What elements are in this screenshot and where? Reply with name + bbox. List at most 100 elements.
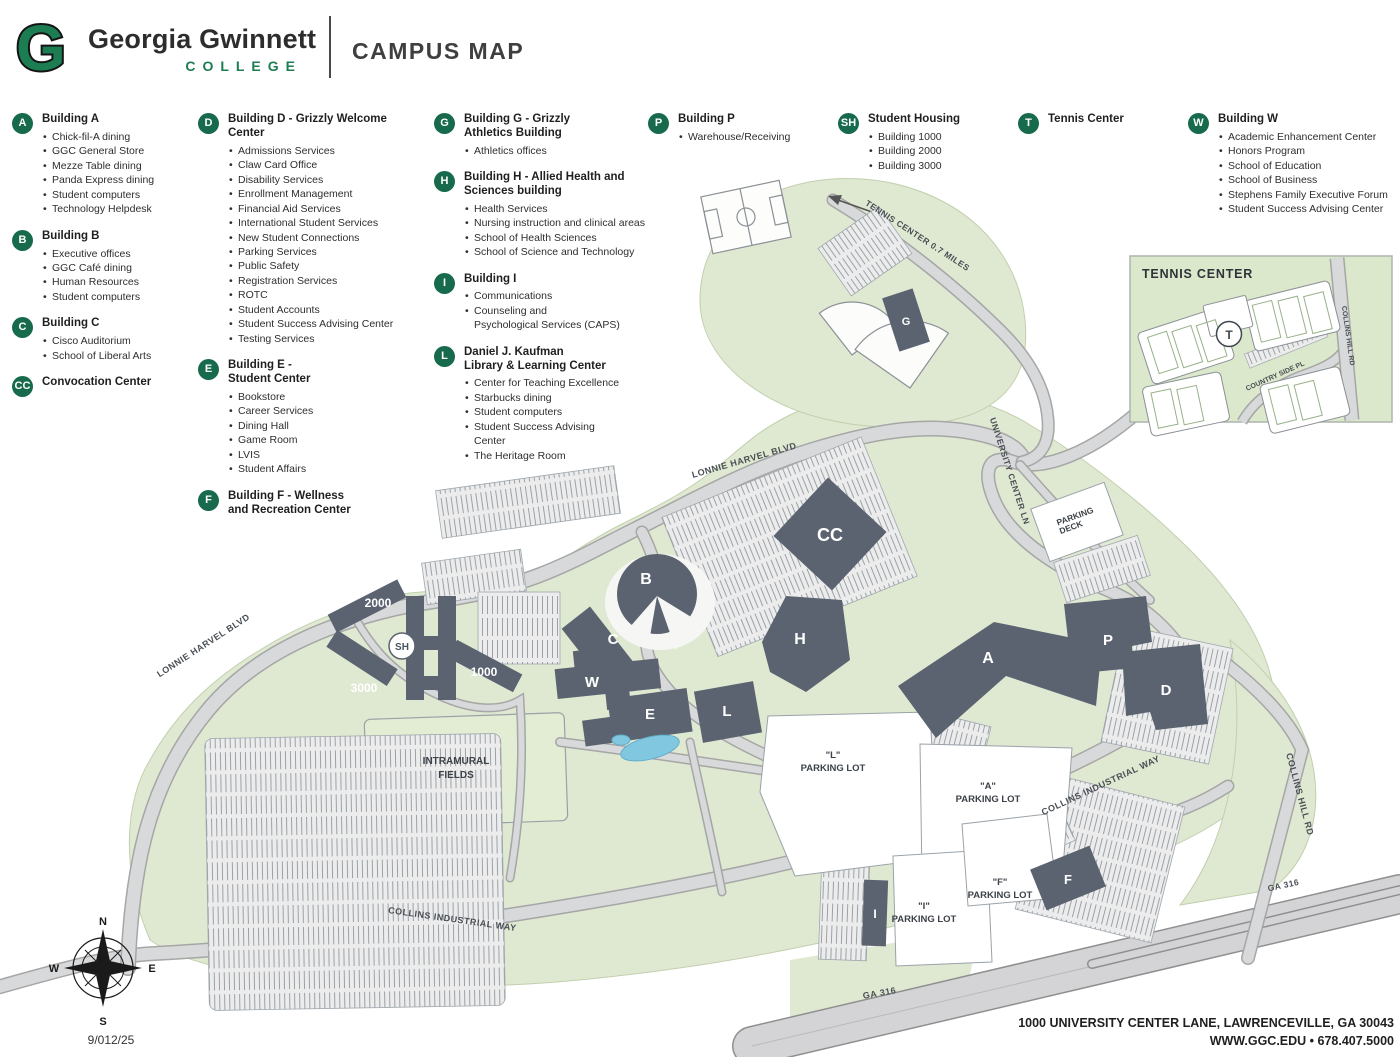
legend-column-1: A Building A Chick-fil-A diningGGC Gener… [12, 110, 192, 403]
legend-item: School of Science and Technology [464, 245, 654, 260]
legend-item: GGC General Store [42, 144, 192, 159]
building-e [582, 687, 693, 747]
legend-group-building-b: B Building B Executive officesGGC Café d… [12, 229, 192, 305]
legend-column-3: G Building G - Grizzly Athletics Buildin… [434, 110, 654, 476]
label-p: P [1103, 632, 1113, 649]
legend-column-5: SH Student Housing Building 1000Building… [838, 110, 998, 186]
legend-items: Health ServicesNursing instruction and c… [464, 202, 654, 260]
legend-title: Building I [464, 272, 517, 285]
label-g: G [902, 316, 911, 328]
buildings [326, 288, 1208, 947]
legend-items: Chick-fil-A diningGGC General StoreMezze… [42, 130, 192, 217]
compass-s: S [99, 1016, 106, 1028]
legend-title: Building E - Student Center [228, 359, 311, 386]
legend-group-building-d: D Building D - Grizzly Welcome Center Ad… [198, 113, 408, 347]
marker-a: A [12, 113, 33, 134]
legend-title: Building A [42, 113, 100, 125]
legend-item: Cisco Auditorium [42, 334, 192, 349]
legend-title: Building G - Grizzly Athletics Building [464, 113, 571, 139]
legend-item: Student Affairs [228, 462, 408, 477]
building-g [882, 288, 930, 352]
legend-column-7: W Building W Academic Enhancement Center… [1188, 110, 1393, 230]
building-l [693, 681, 763, 743]
legend-group-student-housing: SH Student Housing Building 1000Building… [838, 113, 998, 174]
ggc-logo: G [14, 10, 68, 82]
marker-c: C [12, 317, 33, 339]
header-divider [329, 16, 331, 78]
header: G Georgia Gwinnett COLLEGE CAMPUS MAP [0, 0, 1400, 100]
legend-item: Student computers [42, 290, 192, 305]
legend-item: Claw Card Office [228, 158, 408, 173]
legend-item: Center for Teaching Excellence [464, 376, 654, 391]
lot-a-label-1: "A" [980, 781, 996, 792]
footer-address: 1000 UNIVERSITY CENTER LANE, LAWRENCEVIL… [1018, 1016, 1394, 1048]
parking-deck [1030, 481, 1124, 563]
marker-f: F [198, 489, 219, 511]
legend-group-building-i: I Building I CommunicationsCounseling an… [434, 272, 654, 333]
legend-item: ROTC [228, 288, 408, 303]
footer-line2: WWW.GGC.EDU • 678.407.5000 [1210, 1034, 1394, 1048]
marker-p: P [648, 113, 669, 134]
housing-2000 [327, 579, 407, 633]
label-f: F [1064, 872, 1072, 887]
legend-item: Student Success Advising Center [464, 420, 654, 449]
legend-item: Counseling and Psychological Services (C… [464, 304, 654, 333]
legend-item: Career Services [228, 404, 408, 419]
legend-item: Student Success Advising Center [1218, 202, 1393, 217]
legend-item: Building 1000 [868, 130, 998, 145]
legend-items: Athletics offices [464, 144, 654, 159]
legend-item: Admissions Services [228, 144, 408, 159]
housing-block [406, 636, 456, 650]
tennis-courts [1142, 371, 1230, 437]
label-d: D [1161, 682, 1172, 699]
soccer-field [700, 179, 792, 255]
legend-title: Building F - Wellness and Recreation Cen… [228, 489, 351, 516]
legend-item: Honors Program [1218, 144, 1393, 159]
label-l: L [722, 703, 731, 720]
legend-title: Building W [1218, 113, 1279, 125]
legend-item: Student Success Advising Center [228, 317, 408, 332]
legend-item: Enrollment Management [228, 187, 408, 202]
marker-i: I [434, 272, 455, 294]
legend-group-building-g: G Building G - Grizzly Athletics Buildin… [434, 113, 654, 159]
building-h [762, 596, 850, 692]
legend-item: Technology Helpdesk [42, 202, 192, 217]
legend-item: Testing Services [228, 332, 408, 347]
svg-text:G: G [16, 12, 66, 82]
legend-items: Academic Enhancement CenterHonors Progra… [1218, 130, 1393, 217]
legend-item: Building 3000 [868, 159, 998, 174]
legend-group-building-h: H Building H - Allied Health and Science… [434, 171, 654, 260]
legend-items: CommunicationsCounseling and Psychologic… [464, 289, 654, 332]
legend-item: International Student Services [228, 216, 408, 231]
inset-t-marker [1215, 320, 1243, 348]
housing-1000 [447, 639, 523, 693]
legend-group-building-c: C Building C Cisco AuditoriumSchool of L… [12, 317, 192, 364]
marker-g: G [434, 113, 455, 134]
building-a [898, 622, 1102, 738]
legend-column-6: T Tennis Center [1018, 110, 1168, 140]
compass-w: W [49, 963, 60, 975]
marker-t: T [1018, 113, 1039, 134]
label-cc: CC [817, 525, 843, 545]
compass-rose: N E S W 9/012/25 [49, 916, 156, 1047]
lot-f-label-2: PARKING LOT [968, 890, 1033, 901]
legend-items: Building 1000Building 2000Building 3000 [868, 130, 998, 174]
legend-title: Building D - Grizzly Welcome Center [228, 113, 387, 139]
marker-h: H [434, 171, 455, 193]
legend-item: Stephens Family Executive Forum [1218, 188, 1393, 203]
footer-line1: 1000 UNIVERSITY CENTER LANE, LAWRENCEVIL… [1018, 1016, 1394, 1030]
label-3000: 3000 [351, 681, 378, 695]
legend-group-building-a: A Building A Chick-fil-A diningGGC Gener… [12, 113, 192, 217]
building-i [861, 879, 889, 947]
tennis-center-inset: TENNIS CENTER T COUNTRY SIDE PL [1129, 255, 1393, 437]
legend-column-2: D Building D - Grizzly Welcome Center Ad… [198, 110, 408, 530]
legend-item: Executive offices [42, 247, 192, 262]
page-title: CAMPUS MAP [352, 38, 525, 64]
intramural-label-2: FIELDS [438, 770, 474, 781]
legend-items: BookstoreCareer ServicesDining HallGame … [228, 390, 408, 477]
map-date: 9/012/25 [88, 1033, 135, 1047]
legend-item: Health Services [464, 202, 654, 217]
legend-group-building-w: W Building W Academic Enhancement Center… [1188, 113, 1393, 217]
legend-item: Building 2000 [868, 144, 998, 159]
